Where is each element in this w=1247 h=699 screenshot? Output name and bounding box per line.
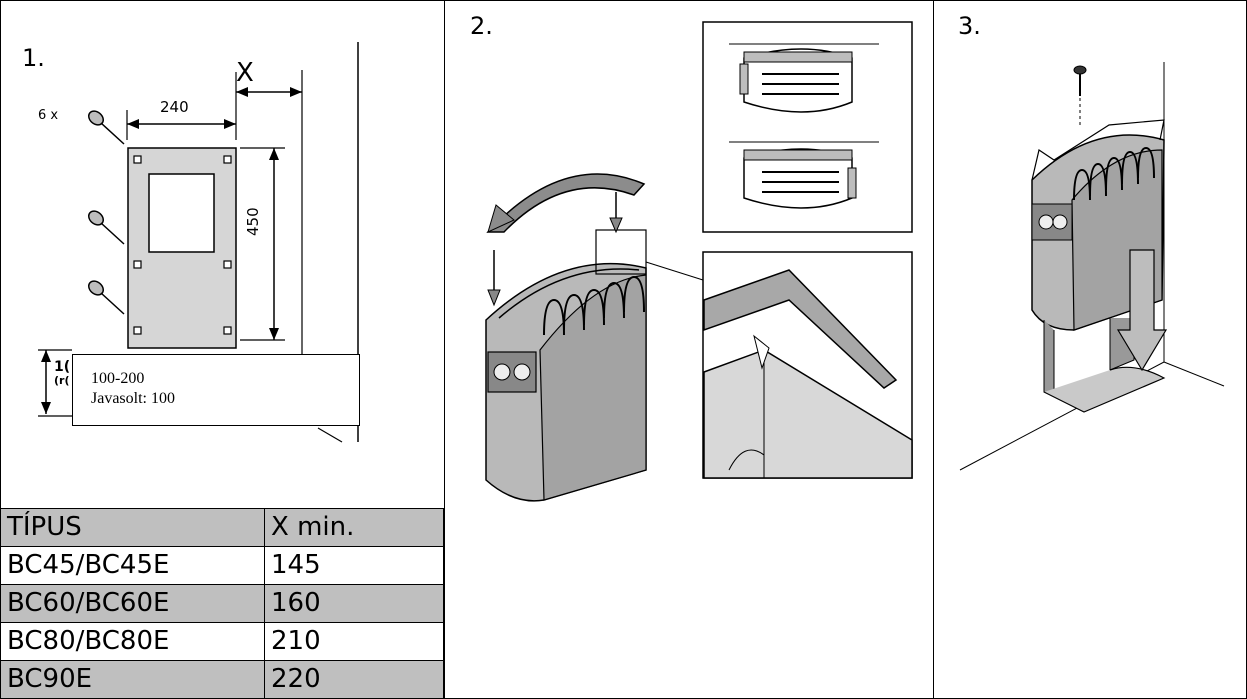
table-row: BC45/BC45E 145 [0,546,444,585]
column-divider-1 [444,0,445,699]
table-cell-type: BC80/BC80E [0,622,265,661]
partial-floor-label-line1: 1( [54,359,71,375]
table-header-xmin: X min. [264,508,444,547]
floor-distance-callout: 100-200 Javasolt: 100 [72,354,360,426]
table-row: BC60/BC60E 160 [0,584,444,623]
dimension-width-label: 240 [160,98,189,116]
table-header-type: TÍPUS [0,508,265,547]
step-2-label: 2. [470,12,493,40]
dimension-x-label: X [236,58,254,88]
table-cell-type: BC45/BC45E [0,546,265,585]
step-3-label: 3. [958,12,981,40]
table-cell-xmin: 145 [264,546,444,585]
outer-border-top [0,0,1247,1]
heater-mounted-illustration [959,62,1225,471]
callout-line1: 100-200 [91,370,145,387]
partial-floor-label: 1( (r( [54,360,70,388]
screw-count-label: 6 x [38,108,59,123]
table-row: BC90E 220 [0,660,444,699]
column-divider-2 [933,0,934,699]
callout-line2: Javasolt: 100 [91,390,175,407]
table-cell-xmin: 160 [264,584,444,623]
table-cell-type: BC60/BC60E [0,584,265,623]
mounting-plate-diagram [38,42,359,443]
table-cell-type: BC90E [0,660,265,699]
table-cell-xmin: 220 [264,660,444,699]
clearance-table: TÍPUS X min. BC45/BC45E 145 BC60/BC60E 1… [0,508,444,699]
table-cell-xmin: 210 [264,622,444,661]
step-1-label: 1. [22,44,45,72]
table-header-row: TÍPUS X min. [0,508,444,547]
heater-cover-illustration [485,21,913,502]
dimension-height-label: 450 [244,207,262,236]
outer-border-left [0,0,1,699]
partial-floor-label-line2: (r( [54,374,70,387]
table-row: BC80/BC80E 210 [0,622,444,661]
